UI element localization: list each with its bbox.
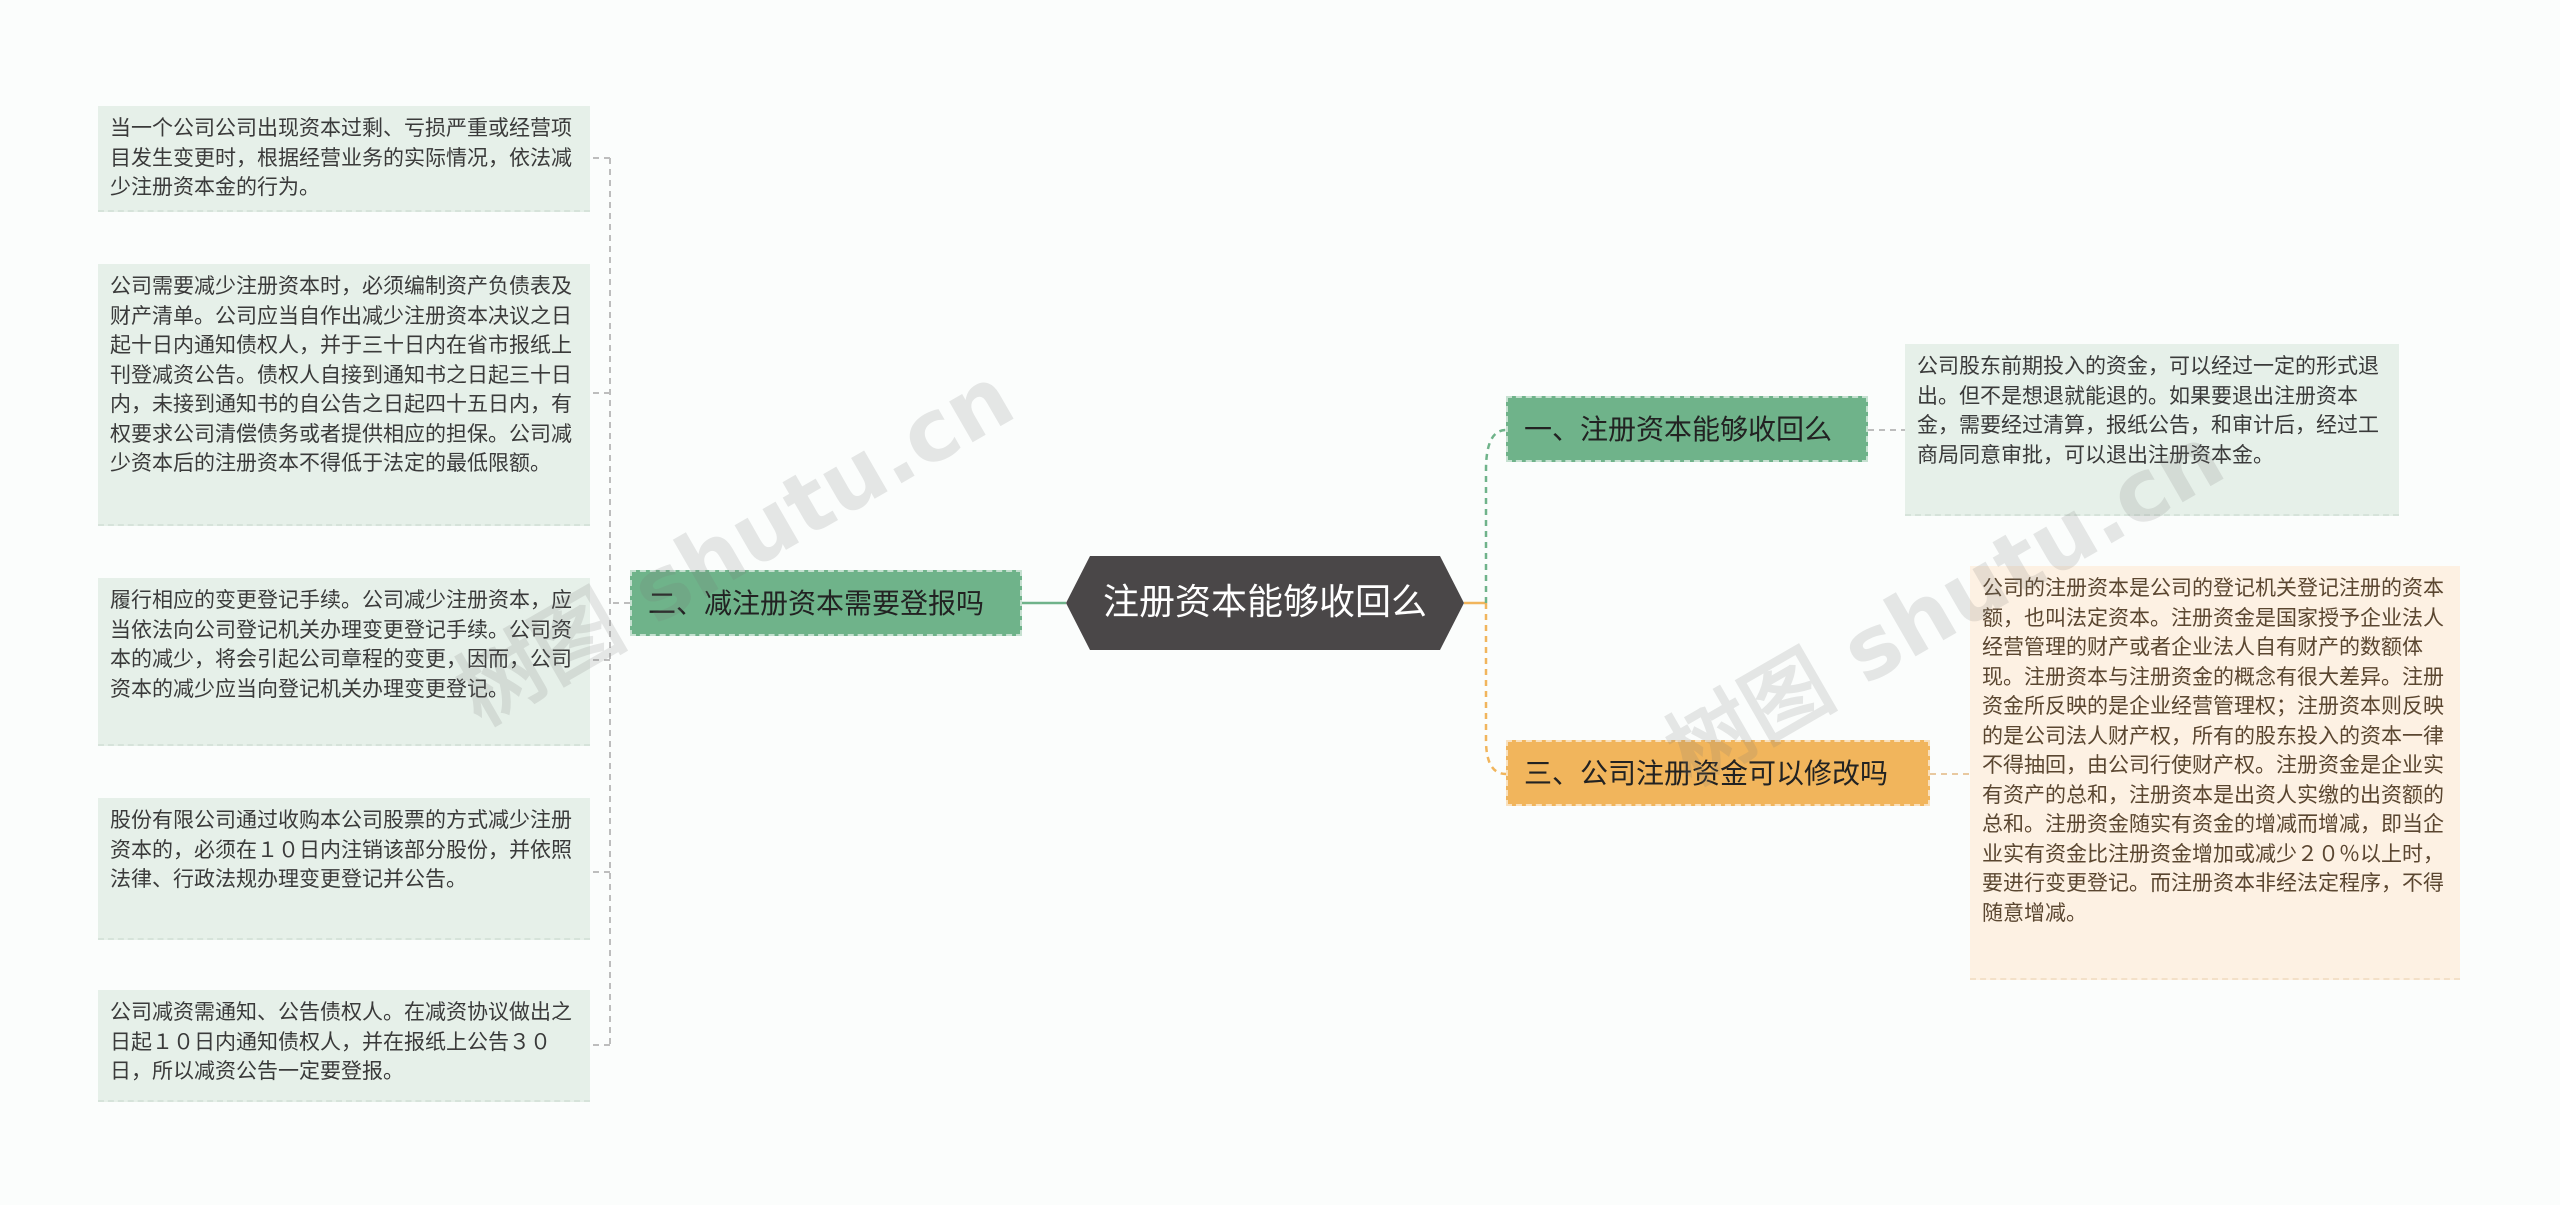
leaf-b3-1: 公司的注册资本是公司的登记机关登记注册的资本额，也叫法定资本。注册资金是国家授予… xyxy=(1970,566,2460,980)
link-root-b1 xyxy=(1484,428,1507,603)
branch-1-capital-recoverable[interactable]: 一、注册资本能够收回么 xyxy=(1506,396,1868,462)
branch-3-capital-modifiable[interactable]: 三、公司注册资金可以修改吗 xyxy=(1506,740,1930,806)
leaf-b2-5: 公司减资需通知、公告债权人。在减资协议做出之日起１０日内通知债权人，并在报纸上公… xyxy=(98,990,590,1102)
root-topic[interactable]: 注册资本能够收回么 xyxy=(1066,556,1464,650)
leaf-b1-1: 公司股东前期投入的资金，可以经过一定的形式退出。但不是想退就能退的。如果要退出注… xyxy=(1905,344,2399,516)
leaf-b2-1: 当一个公司公司出现资本过剩、亏损严重或经营项目发生变更时，根据经营业务的实际情况… xyxy=(98,106,590,212)
leaf-b2-4: 股份有限公司通过收购本公司股票的方式减少注册资本的，必须在１０日内注销该部分股份… xyxy=(98,798,590,940)
leaf-b2-3: 履行相应的变更登记手续。公司减少注册资本，应当依法向公司登记机关办理变更登记手续… xyxy=(98,578,590,746)
leaf-b2-2: 公司需要减少注册资本时，必须编制资产负债表及财产清单。公司应当自作出减少注册资本… xyxy=(98,264,590,526)
branch-2-reduce-capital-newspaper[interactable]: 二、减注册资本需要登报吗 xyxy=(630,570,1022,636)
link-root-b3 xyxy=(1484,603,1507,776)
